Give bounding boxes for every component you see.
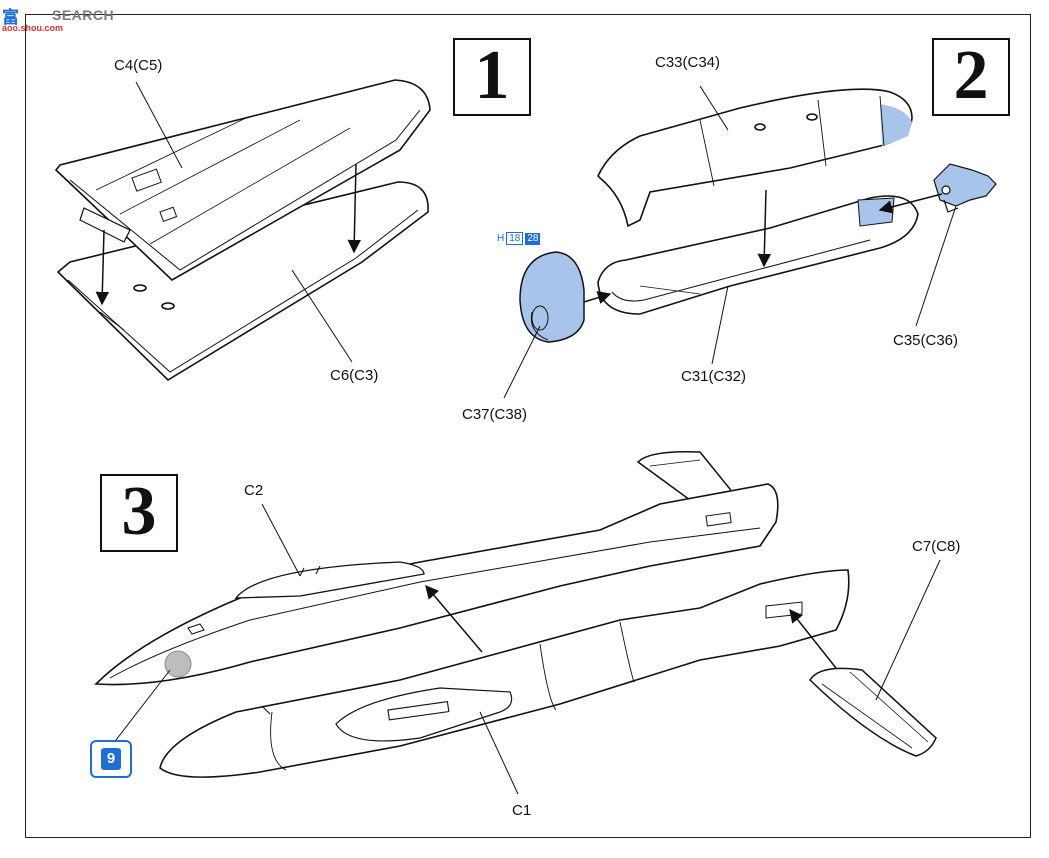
instruction-frame <box>25 14 1031 838</box>
leader-c1 <box>479 711 519 795</box>
wing-lower-c6 <box>56 181 429 382</box>
arrow-stabilizer <box>789 608 837 669</box>
decal-marker: 9 <box>90 740 132 778</box>
label-c1: C1 <box>512 802 532 819</box>
leader-c4 <box>135 81 183 169</box>
label-c37-c38: C37(C38) <box>462 406 528 423</box>
arrow-fuselage <box>425 584 483 653</box>
label-c4-c5: C4(C5) <box>114 57 163 74</box>
label-c6-c3: C6(C3) <box>330 367 379 384</box>
tail-fin <box>636 450 736 501</box>
leader-decal <box>115 669 171 741</box>
paint-callout: H 18 28 <box>497 232 541 245</box>
leader-c7 <box>875 559 941 701</box>
arrow-engine-intake <box>583 291 612 305</box>
paint-code-18: 18 <box>506 232 524 245</box>
engine-intake-c37 <box>519 251 585 343</box>
watermark-site: aoo.shou.com <box>2 23 64 33</box>
step-number-2: 2 <box>932 38 1010 116</box>
engine-rear-c35 <box>933 163 997 213</box>
step-number-1: 1 <box>453 38 531 116</box>
paint-code-28: 28 <box>525 232 541 245</box>
label-c33-c34: C33(C34) <box>655 54 721 71</box>
label-c35-c36: C35(C36) <box>893 332 959 349</box>
leader-c31 <box>711 285 729 365</box>
fuselage-lower-c1 <box>159 569 850 778</box>
arrow-wing-right <box>347 163 362 254</box>
leader-c35 <box>915 205 957 327</box>
decal-number: 9 <box>101 748 121 770</box>
engine-upper-c33 <box>597 88 913 228</box>
leader-c2 <box>261 503 301 577</box>
leader-c33 <box>699 85 729 131</box>
engine-lower-c31 <box>597 195 919 315</box>
wing-upper-c4 <box>54 79 431 281</box>
leader-c37 <box>503 325 541 399</box>
stabilizer-c7 <box>809 667 937 757</box>
fuselage-upper-c2 <box>94 483 779 686</box>
step-number-3: 3 <box>100 474 178 552</box>
arrow-engine-rear <box>878 193 943 214</box>
watermark-search: SEARCH <box>52 7 115 23</box>
label-c31-c32: C31(C32) <box>681 368 747 385</box>
watermark-logo: 富 <box>2 8 20 27</box>
label-c2: C2 <box>244 482 264 499</box>
label-c7-c8: C7(C8) <box>912 538 961 555</box>
leader-c6 <box>291 269 353 363</box>
arrow-engine-upper <box>757 189 772 268</box>
arrow-wing-left <box>95 229 110 306</box>
paint-prefix: H <box>497 233 505 244</box>
